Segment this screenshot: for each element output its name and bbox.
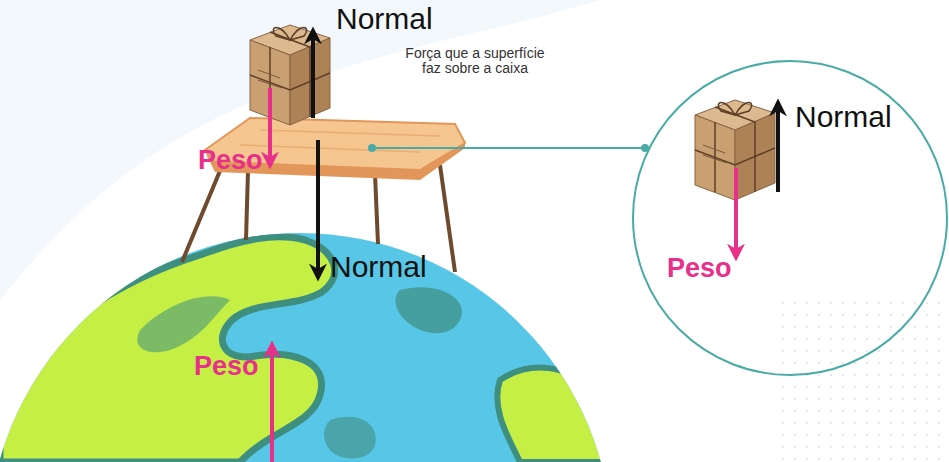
table-leg bbox=[440, 165, 455, 272]
force-label: Normal bbox=[795, 100, 892, 133]
package bbox=[250, 25, 330, 125]
weight-arrow bbox=[268, 88, 272, 166]
table-leg bbox=[246, 170, 248, 240]
package-writing bbox=[703, 145, 727, 163]
leader-dot bbox=[368, 144, 376, 152]
force-label: Peso bbox=[194, 352, 259, 382]
continent bbox=[497, 368, 620, 462]
lake bbox=[395, 287, 462, 333]
continents bbox=[0, 237, 620, 462]
zoom-circle: NormalPeso bbox=[632, 60, 948, 376]
bow bbox=[273, 28, 306, 41]
force-label: Peso bbox=[667, 254, 732, 284]
twine bbox=[250, 32, 330, 117]
dot-grid bbox=[780, 300, 949, 462]
continent-shade bbox=[137, 296, 230, 352]
weight-arrow bbox=[734, 168, 738, 258]
normal-arrow bbox=[311, 30, 315, 118]
normal-arrow bbox=[776, 102, 780, 192]
leader-line bbox=[372, 147, 645, 149]
bow bbox=[718, 103, 751, 116]
leader-dot bbox=[641, 144, 649, 152]
weight-reaction-arrow bbox=[270, 344, 274, 462]
normal-reaction-arrow bbox=[316, 140, 320, 278]
package-writing bbox=[258, 70, 282, 88]
table-leg bbox=[375, 174, 378, 244]
force-label: Normal bbox=[330, 250, 427, 283]
table bbox=[182, 118, 465, 272]
continent bbox=[0, 237, 335, 462]
force-label: Normal bbox=[336, 2, 433, 35]
force-label: Peso bbox=[198, 146, 263, 176]
note-text: Força que a superfície faz sobre a caixa bbox=[400, 46, 550, 77]
island bbox=[324, 417, 376, 459]
table-leg bbox=[182, 166, 222, 262]
